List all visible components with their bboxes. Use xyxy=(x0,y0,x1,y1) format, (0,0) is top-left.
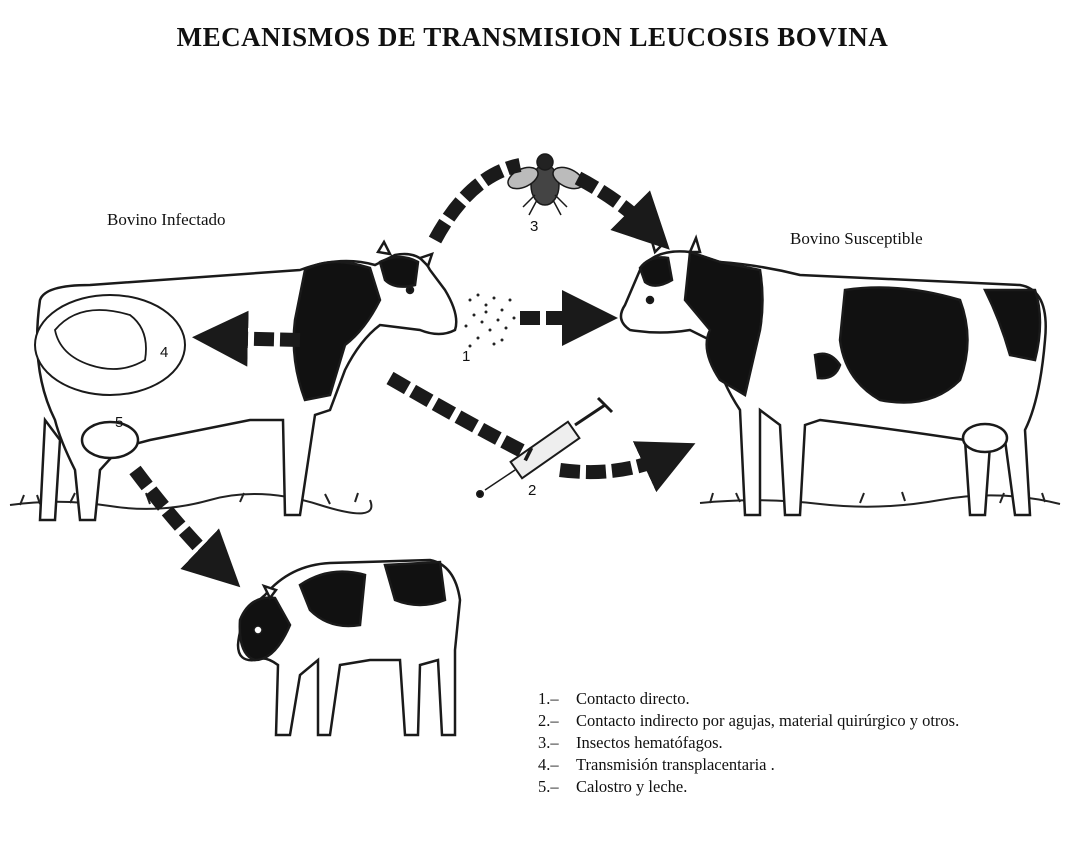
marker-4: 4 xyxy=(160,344,168,361)
arrow-2-to-susceptible xyxy=(560,455,670,472)
arrow-3-to-susceptible xyxy=(578,178,650,230)
arrow-5-colostrum xyxy=(135,470,220,568)
legend-item: 1.– Contacto directo. xyxy=(538,688,978,710)
arrow-3-insects xyxy=(435,165,520,240)
legend-number: 1.– xyxy=(538,688,576,710)
legend: 1.– Contacto directo. 2.– Contacto indir… xyxy=(538,688,978,798)
arrow-2-needles xyxy=(390,378,530,455)
legend-item: 3.– Insectos hematófagos. xyxy=(538,732,978,754)
legend-number: 2.– xyxy=(538,710,576,732)
page-title: MECANISMOS DE TRANSMISION LEUCOSIS BOVIN… xyxy=(0,22,1065,53)
legend-number: 3.– xyxy=(538,732,576,754)
legend-text: Contacto directo. xyxy=(576,688,978,710)
legend-item: 4.– Transmisión transplacentaria . xyxy=(538,754,978,776)
marker-5: 5 xyxy=(115,414,123,431)
marker-1: 1 xyxy=(462,348,470,365)
legend-text: Contacto indirecto por agujas, material … xyxy=(576,710,978,732)
syringe-icon xyxy=(477,398,612,497)
legend-number: 4.– xyxy=(538,754,576,776)
grass-left xyxy=(10,493,371,513)
calf xyxy=(238,560,460,735)
arrow-4-transplacental xyxy=(220,338,300,340)
susceptible-cow-label: Bovino Susceptible xyxy=(790,229,923,249)
marker-2: 2 xyxy=(528,482,536,499)
legend-text: Insectos hematófagos. xyxy=(576,732,978,754)
legend-number: 5.– xyxy=(538,776,576,798)
legend-item: 5.– Calostro y leche. xyxy=(538,776,978,798)
infected-cow-label: Bovino Infectado xyxy=(107,210,226,230)
legend-item: 2.– Contacto indirecto por agujas, mater… xyxy=(538,710,978,732)
breath-spray-icon xyxy=(465,294,516,348)
legend-text: Calostro y leche. xyxy=(576,776,978,798)
susceptible-cow xyxy=(621,238,1046,515)
marker-3: 3 xyxy=(530,218,538,235)
legend-text: Transmisión transplacentaria . xyxy=(576,754,978,776)
